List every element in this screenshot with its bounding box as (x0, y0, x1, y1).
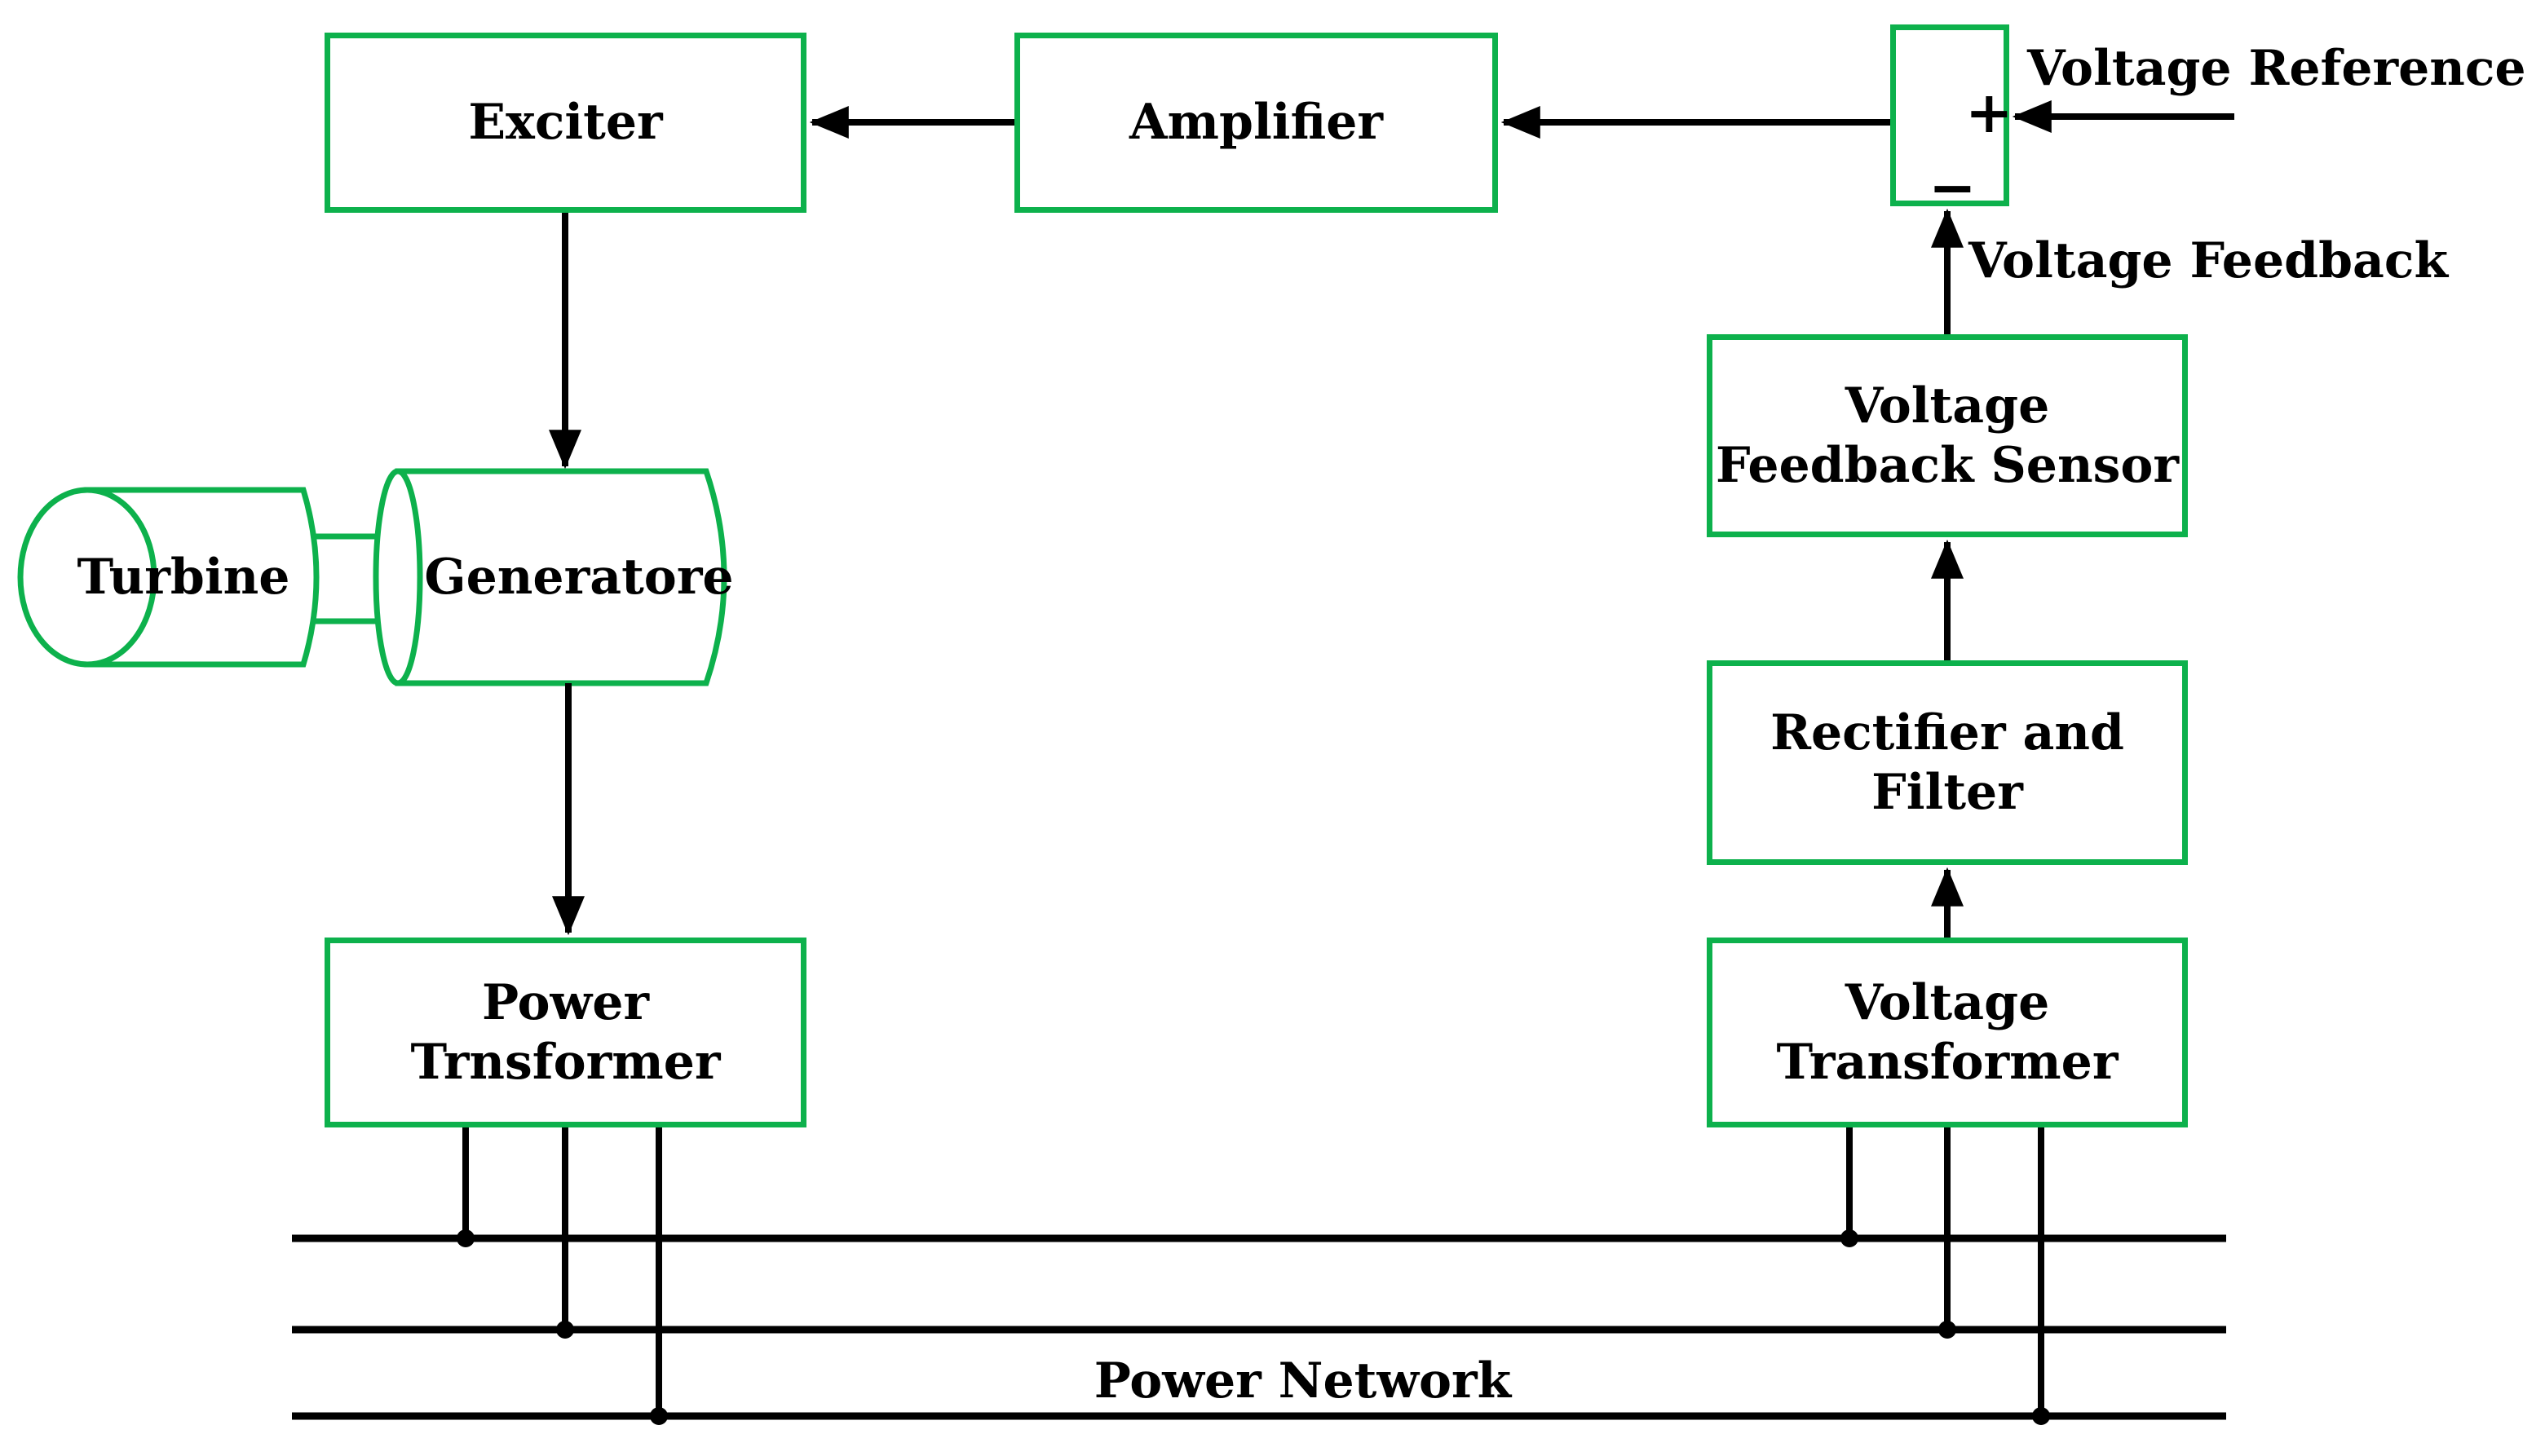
voltage-feedback-sensor-label-line1: Voltage (1845, 377, 2050, 435)
junction-dot (556, 1321, 574, 1339)
voltage-reference-label: Voltage Reference (2027, 40, 2526, 97)
generator-body (395, 468, 727, 686)
turbine-label: Turbine (77, 549, 290, 606)
signal-arrows (549, 100, 2234, 938)
turbine-end-cap (17, 487, 157, 668)
junction-dot (2032, 1407, 2050, 1425)
voltage-feedback-label: Voltage Feedback (1968, 232, 2449, 289)
rectifier-and-filter-label-line2: Filter (1871, 763, 2023, 821)
power-transformer-block: Power Trnsformer (325, 938, 806, 1127)
summing-junction-block: + − (1890, 24, 2013, 216)
turbine-generator-group (17, 468, 727, 686)
summing-minus-sign: − (1929, 153, 1977, 221)
exciter-block: Exciter (325, 33, 806, 213)
rectifier-and-filter-block: Rectifier and Filter (1707, 660, 2188, 865)
power-network-label: Power Network (1094, 1352, 1512, 1410)
junction-dot (1840, 1229, 1858, 1247)
amplifier-block: Amplifier (1014, 33, 1498, 213)
amplifier-label: Amplifier (1129, 94, 1383, 151)
voltage-feedback-sensor-label-line2: Feedback Sensor (1716, 436, 2179, 494)
voltage-transformer-label-line2: Transformer (1776, 1033, 2119, 1091)
power-transformer-label-line1: Power (482, 973, 649, 1031)
voltage-feedback-sensor-block: Voltage Feedback Sensor (1707, 334, 2188, 537)
junction-dot (1938, 1321, 1956, 1339)
voltage-transformer-block: Voltage Transformer (1707, 938, 2188, 1127)
voltage-transformer-label-line1: Voltage (1845, 973, 2050, 1031)
rectifier-and-filter-label-line1: Rectifier and (1770, 704, 2124, 761)
junction-dot (650, 1407, 668, 1425)
generator-end-cap (373, 468, 423, 686)
exciter-label: Exciter (468, 94, 663, 151)
summing-plus-sign: + (1965, 78, 2013, 146)
power-network-bus (292, 1127, 2226, 1425)
generator-label: Generatore (424, 549, 734, 606)
power-transformer-label-line2: Trnsformer (410, 1033, 721, 1091)
junction-dot (457, 1229, 475, 1247)
